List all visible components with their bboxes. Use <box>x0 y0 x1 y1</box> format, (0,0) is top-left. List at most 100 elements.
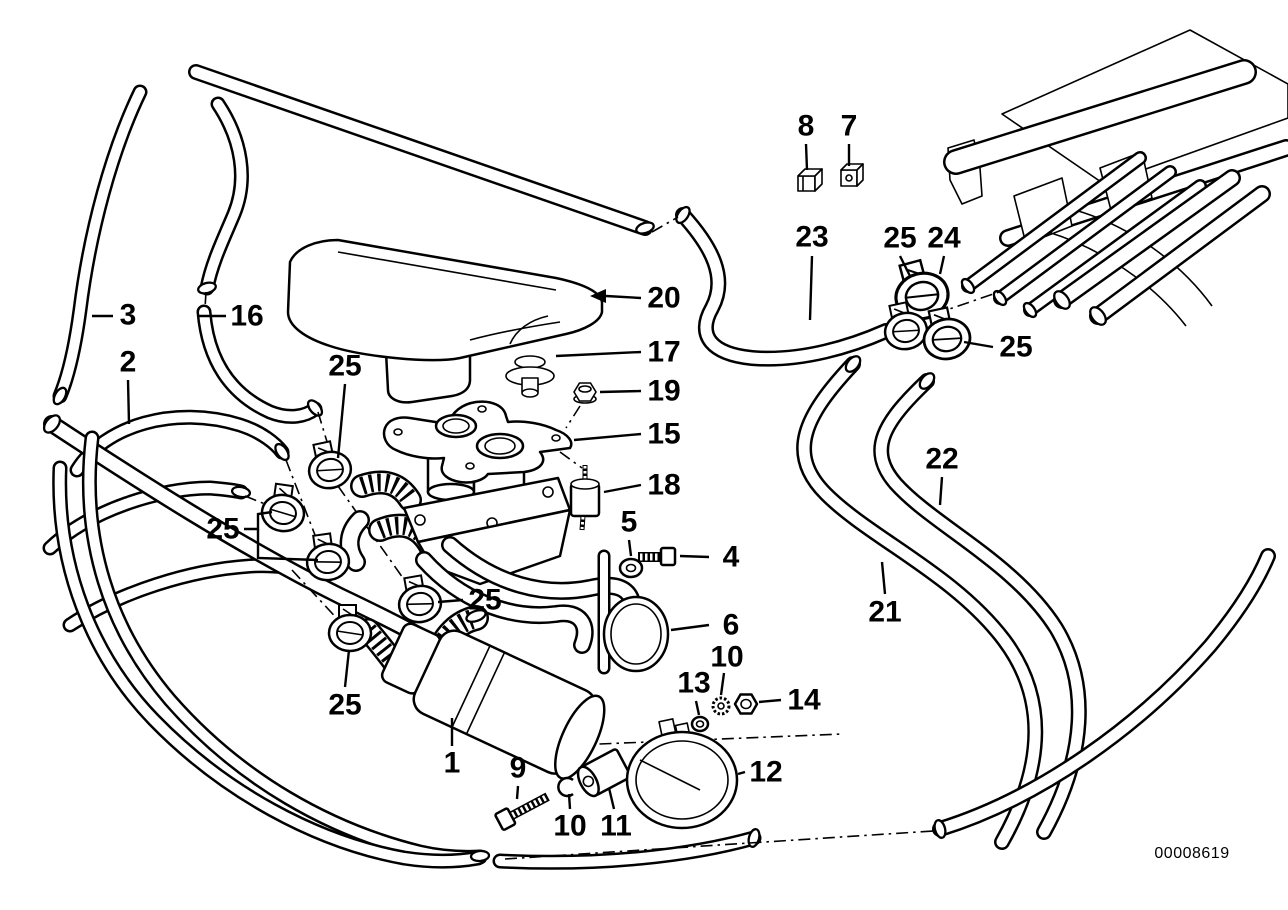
hose-end <box>197 281 217 295</box>
part-label-25-8: 25 <box>883 222 916 255</box>
pipe-end <box>992 289 1008 307</box>
clip-part-8 <box>797 168 823 192</box>
part-label-10-27: 10 <box>553 810 586 843</box>
leader-line <box>567 793 572 810</box>
leader-line <box>244 510 273 531</box>
part-label-21-30: 21 <box>868 596 901 629</box>
part-label-8-11: 8 <box>798 110 815 143</box>
hose-end <box>747 828 761 848</box>
arrow-to-cover <box>590 289 606 303</box>
bracket-part-6 <box>597 549 670 675</box>
leader-line <box>573 432 642 442</box>
leader-line <box>938 255 946 275</box>
part-label-24-9: 24 <box>927 222 961 255</box>
leader-line <box>607 787 616 810</box>
part-label-25-10: 25 <box>999 331 1032 364</box>
damper-part-18 <box>569 465 601 531</box>
pipe-bundle-arc <box>1074 209 1213 307</box>
pipe-bundle-arc <box>1047 231 1187 327</box>
hose-bottom-right <box>932 548 1276 837</box>
nut-part-19 <box>573 382 597 404</box>
hose-22 <box>796 356 1044 850</box>
leader-line <box>808 255 814 321</box>
hose-end <box>42 414 62 434</box>
clamp-part-12 <box>625 718 739 830</box>
cover-body <box>286 238 604 362</box>
part-label-17-14: 17 <box>647 336 680 369</box>
leader-line <box>126 379 131 425</box>
part-label-25-5: 25 <box>468 584 501 617</box>
leader-line <box>437 598 464 604</box>
drawing-number: 00008619 <box>1154 845 1229 862</box>
hose-end <box>844 355 862 373</box>
part-label-11-28: 11 <box>600 810 632 843</box>
hose-clamp <box>258 481 309 535</box>
leader-line <box>343 649 351 688</box>
pipe-end <box>1022 301 1038 319</box>
hose-end <box>274 442 290 462</box>
part-label-2-2: 2 <box>120 346 137 379</box>
leader-line <box>694 700 701 716</box>
part-label-7-12: 7 <box>841 110 858 143</box>
nut-part-14 <box>733 693 759 715</box>
leader-line <box>605 294 642 300</box>
grommet-part-17 <box>505 355 555 398</box>
leader-line <box>880 561 887 595</box>
cover-part-20 <box>286 238 606 404</box>
hose-end <box>306 399 324 417</box>
hose-end <box>230 485 252 499</box>
hoses <box>42 64 1276 870</box>
part-label-4-19: 4 <box>723 541 740 574</box>
part-label-6-20: 6 <box>723 609 740 642</box>
part-label-12-24: 12 <box>749 756 782 789</box>
hose-end <box>933 819 947 839</box>
part-label-25-4: 25 <box>206 513 239 546</box>
leader-line <box>515 785 520 800</box>
cover-tab <box>384 346 472 404</box>
water-valve-assembly <box>339 400 642 654</box>
washer-part-10-lower <box>557 776 574 798</box>
pipe-end <box>1053 290 1071 310</box>
part-label-14-23: 14 <box>787 684 821 717</box>
leader-line <box>599 389 642 394</box>
leader-line <box>758 698 782 704</box>
part-label-15-16: 15 <box>647 418 680 451</box>
part-label-22-29: 22 <box>925 443 958 476</box>
pipe-end <box>960 277 976 295</box>
leader-line <box>256 529 319 562</box>
clip-part-7 <box>840 163 864 187</box>
leader-line <box>963 340 994 349</box>
part-label-1-25: 1 <box>444 747 461 780</box>
leader-line <box>670 623 710 632</box>
part-label-20-13: 20 <box>647 282 680 315</box>
part-label-18-17: 18 <box>647 469 680 502</box>
washer-part-5 <box>618 557 644 579</box>
part-label-13-22: 13 <box>677 667 710 700</box>
washer-part-13 <box>690 715 710 733</box>
leader-line <box>679 554 710 559</box>
leader-line <box>336 383 347 459</box>
leader-line <box>627 539 633 557</box>
spacer-part-11 <box>576 748 632 798</box>
pipe-end <box>1089 306 1107 326</box>
bolt-part-9 <box>494 792 550 831</box>
part-label-16-1: 16 <box>230 300 263 333</box>
leader-line <box>719 672 726 696</box>
part-label-10-21: 10 <box>710 641 743 674</box>
part-label-25-6: 25 <box>328 689 361 722</box>
hose-end <box>635 221 655 235</box>
heater-unit-drawing <box>943 29 1288 327</box>
fitting-end <box>465 609 487 623</box>
hose-clamp <box>302 436 356 494</box>
hose-end <box>469 849 491 863</box>
leader-line <box>804 143 809 171</box>
leader-line <box>898 255 912 277</box>
part-label-3-0: 3 <box>120 299 137 332</box>
hose-end <box>918 372 936 390</box>
part-label-9-26: 9 <box>510 752 527 785</box>
part-label-23-7: 23 <box>795 221 828 254</box>
bolt-part-4 <box>638 546 677 567</box>
corrugation <box>359 473 418 506</box>
pump-front-cap <box>554 694 606 780</box>
part-label-25-3: 25 <box>328 350 361 383</box>
